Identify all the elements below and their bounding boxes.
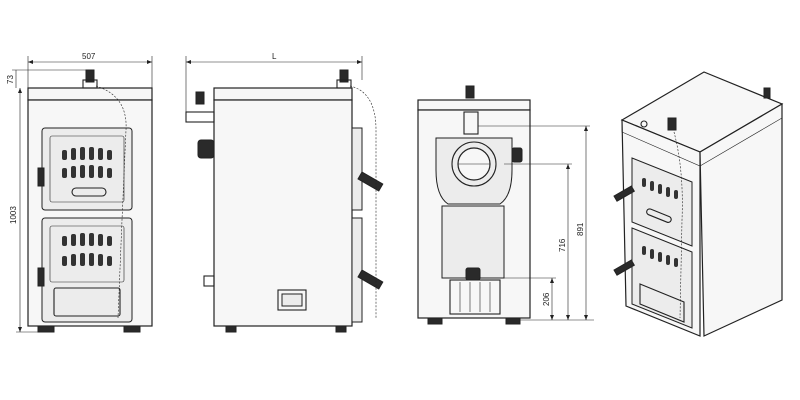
rear-bottom-fitting [465,267,481,281]
side-chain [349,85,377,318]
iso-handle-upper [613,185,636,202]
rear-foot-right [505,317,521,325]
iso-top-fitting [667,117,677,131]
side-rear-pump [197,139,215,159]
dim-height-total: 1003 [9,206,18,224]
side-door-handle-upper [357,171,384,192]
iso-top-knob [640,120,648,128]
dim-height-206: 206 [542,292,551,306]
dim-top-offset: 73 [6,75,15,84]
side-control-panel [277,289,307,311]
rear-flue-side-fitting [511,147,523,163]
front-ash-pan [53,287,121,317]
side-foot-left [225,325,237,333]
side-control-display [281,293,303,307]
rear-bottom-grille [449,279,501,315]
side-door-lower [351,217,363,323]
front-upper-door [41,127,133,211]
rear-top-cap [417,99,531,111]
front-chain [95,85,127,319]
front-view: 507 73 1003 [6,52,153,333]
dim-height-891: 891 [576,222,585,236]
dim-height-716: 716 [558,238,567,252]
front-lower-door-inner [49,225,125,283]
side-top-fitting-base [336,79,352,89]
front-upper-door-vents [62,147,112,178]
side-view: L [185,52,384,333]
iso-upper-door-handle [646,208,672,223]
front-upper-door-handle [71,187,107,197]
rear-view: 891 716 206 [417,85,594,325]
side-top-cap [213,87,353,101]
iso-ash-pan [639,283,685,323]
side-rear-fitting-low [203,275,215,287]
iso-upper-door [631,157,693,247]
side-door-upper [351,127,363,211]
rear-top-fitting [465,85,475,99]
rear-inspection-panel [441,205,505,279]
front-top-cap [27,87,153,101]
side-rear-valve [195,91,205,105]
front-hinge-lower [37,267,45,287]
side-door-handle-lower [357,269,384,290]
iso-chain [673,131,683,319]
iso-lower-door-vents [642,246,678,267]
rear-foot-left [427,317,443,325]
iso-top-fitting-rear [763,87,771,99]
dim-length-side: L [272,52,277,61]
front-hinge-upper [37,167,45,187]
iso-lower-door [631,227,693,329]
front-foot-right [123,325,141,333]
side-body [213,99,353,327]
front-upper-door-inner [49,135,125,203]
front-foot-left [37,325,55,333]
front-top-fitting [85,69,95,83]
iso-upper-door-vents [642,178,678,199]
side-foot-right [335,325,347,333]
side-top-fitting [339,69,349,83]
rear-flue-outer [451,141,497,187]
rear-top-pipe [463,111,479,135]
iso-handle-lower [613,259,636,276]
isometric-view [613,71,784,337]
front-top-fitting-base [82,79,98,89]
front-lower-door-vents [62,233,112,266]
side-rear-pipe [185,111,215,123]
dim-width-front: 507 [82,52,96,61]
